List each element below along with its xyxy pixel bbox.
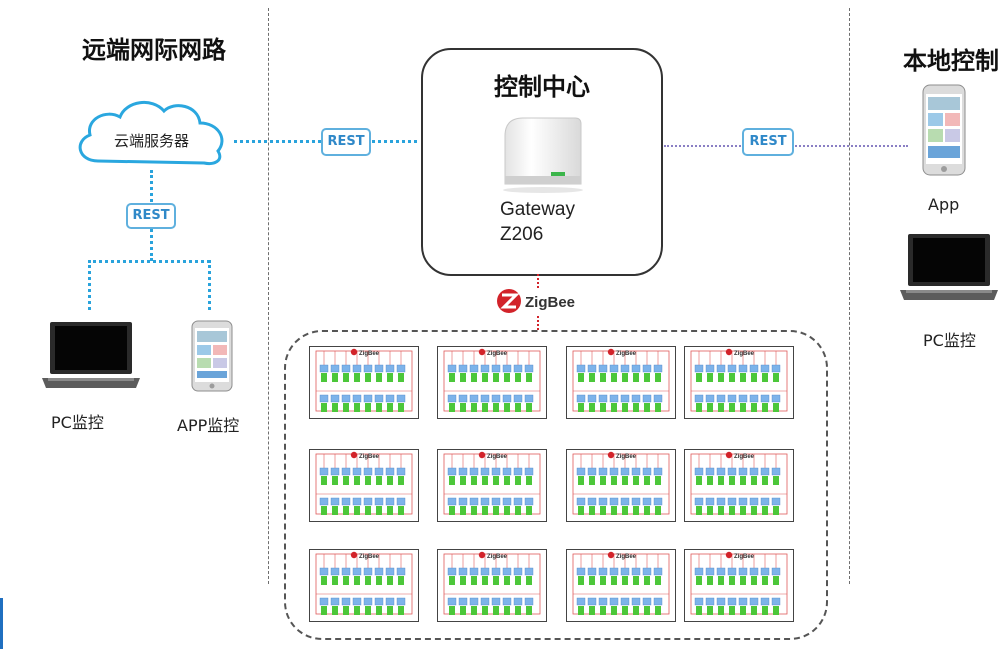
local-phone-icon — [922, 84, 966, 176]
gateway-model: Z206 — [500, 224, 544, 245]
sensor-panel: ZigBee — [566, 449, 676, 522]
remote-app-label: APP监控 — [177, 416, 240, 435]
svg-text:ZigBee: ZigBee — [487, 454, 508, 460]
link-zigbee-cluster — [537, 316, 539, 330]
rest-badge-cloud-clients: REST — [126, 203, 176, 229]
local-pc-label: PC监控 — [923, 331, 976, 350]
sensor-panel: ZigBee — [684, 549, 794, 622]
remote-section-title: 远端网际网路 — [82, 36, 226, 64]
sensor-panel: ZigBee — [566, 549, 676, 622]
local-section-title: 本地控制 — [903, 47, 999, 75]
svg-text:ZigBee: ZigBee — [487, 351, 508, 357]
svg-text:ZigBee: ZigBee — [734, 351, 755, 357]
svg-text:ZigBee: ZigBee — [734, 554, 755, 560]
zigbee-device-cluster — [284, 330, 828, 640]
sensor-panel: ZigBee — [684, 449, 794, 522]
edge-artifact — [0, 598, 3, 649]
svg-text:ZigBee: ZigBee — [487, 554, 508, 560]
rest-badge-gateway-local: REST — [742, 128, 794, 156]
zigbee-label: ZigBee — [525, 294, 575, 311]
remote-pc-label: PC监控 — [51, 413, 104, 432]
link-to-remote-pc — [88, 260, 91, 310]
zigbee-badge: ZigBee — [496, 287, 586, 315]
local-app-label: App — [928, 195, 960, 214]
local-laptop-icon — [900, 234, 998, 300]
sensor-panel: ZigBee — [437, 346, 547, 419]
remote-laptop-icon — [42, 322, 140, 388]
gateway-name: Gateway — [500, 199, 575, 220]
divider-right — [849, 8, 850, 584]
cloud-icon — [78, 101, 224, 165]
link-to-remote-app — [208, 260, 211, 310]
svg-text:ZigBee: ZigBee — [616, 351, 637, 357]
divider-left — [268, 8, 269, 584]
svg-text:ZigBee: ZigBee — [734, 454, 755, 460]
sensor-panel: ZigBee — [437, 449, 547, 522]
sensor-panel: ZigBee — [684, 346, 794, 419]
remote-phone-icon — [191, 320, 233, 392]
svg-text:ZigBee: ZigBee — [616, 554, 637, 560]
cloud-server-label: 云端服务器 — [114, 132, 190, 150]
svg-text:ZigBee: ZigBee — [616, 454, 637, 460]
sensor-panel: ZigBee — [309, 346, 419, 419]
link-clients-branch — [88, 260, 210, 263]
sensor-panel: ZigBee — [437, 549, 547, 622]
gateway-device-icon — [503, 117, 583, 193]
svg-text:ZigBee: ZigBee — [359, 554, 380, 560]
svg-text:ZigBee: ZigBee — [359, 454, 380, 460]
sensor-panel: ZigBee — [566, 346, 676, 419]
link-gateway-zigbee — [537, 274, 539, 288]
sensor-panel: ZigBee — [309, 549, 419, 622]
rest-badge-cloud-gateway: REST — [321, 128, 371, 156]
sensor-panel: ZigBee — [309, 449, 419, 522]
control-center-title: 控制中心 — [494, 73, 590, 101]
svg-text:ZigBee: ZigBee — [359, 351, 380, 357]
